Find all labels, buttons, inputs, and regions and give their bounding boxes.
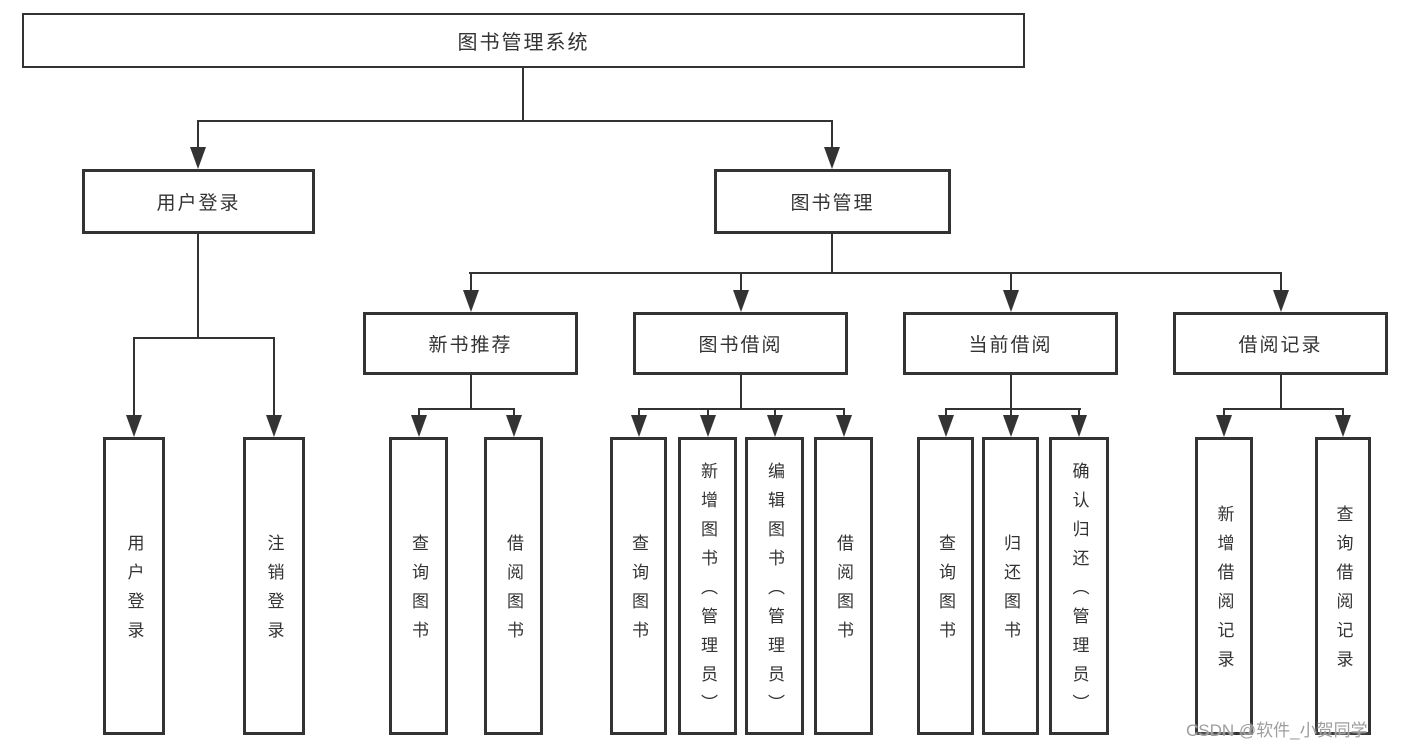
leaf-cb-query-books-label: 查询图书 [936, 534, 955, 650]
connector-stem-book-management [831, 120, 833, 148]
arrowhead-bb-add [699, 415, 716, 437]
node-book-management-label: 图书管理 [790, 193, 875, 214]
connector-ul-horizontal [133, 337, 275, 339]
node-new-book-recommendation-label: 新书推荐 [428, 335, 513, 356]
arrowhead-leaf-logout [266, 415, 282, 437]
connector-stem-nb-borrow [512, 408, 515, 416]
connector-stem-br-query [1342, 408, 1344, 416]
arrowhead-bb-edit [766, 415, 783, 437]
leaf-br-add-record-label: 新增借阅记录 [1214, 505, 1234, 679]
leaf-bb-borrow-books: 借阅图书 [814, 437, 873, 735]
leaf-nb-borrow-books-label: 借阅图书 [504, 534, 523, 650]
arrowhead-book-borrow [732, 290, 749, 312]
connector-stem-nb-query [417, 408, 420, 416]
connector-nb-vertical [469, 375, 472, 408]
leaf-cb-return-books-label: 归还图书 [1001, 534, 1020, 650]
node-book-borrowing: 图书借阅 [633, 312, 848, 375]
connector-bb-horizontal [637, 408, 845, 410]
leaf-bb-edit-book-admin-label: 编辑图书（管理员） [765, 461, 784, 723]
leaf-logout-label: 注销登录 [264, 534, 284, 650]
connector-stem-borrow-records [1279, 272, 1282, 291]
connector-stem-cb-return [1009, 408, 1012, 416]
arrowhead-borrow-records [1272, 290, 1289, 312]
arrowhead-leaf-login [126, 415, 142, 437]
leaf-cb-query-books: 查询图书 [917, 437, 974, 735]
connector-stem-book-borrow [739, 272, 742, 291]
arrowhead-br-query [1335, 415, 1351, 437]
connector-br-horizontal [1223, 408, 1344, 410]
leaf-bb-query-books-label: 查询图书 [629, 534, 648, 650]
leaf-bb-add-book-admin-label: 新增图书（管理员） [698, 461, 717, 723]
leaf-cb-return-books: 归还图书 [982, 437, 1039, 735]
arrowhead-cb-confirm [1071, 415, 1087, 437]
leaf-br-query-record: 查询借阅记录 [1315, 437, 1371, 735]
leaf-bb-edit-book-admin: 编辑图书（管理员） [745, 437, 804, 735]
arrowhead-book-management [824, 147, 840, 169]
leaf-bb-borrow-books-label: 借阅图书 [834, 534, 853, 650]
leaf-nb-query-books-label: 查询图书 [409, 534, 428, 650]
arrowhead-bb-borrow [835, 415, 852, 437]
node-user-login-label: 用户登录 [156, 193, 241, 214]
node-book-borrowing-label: 图书借阅 [698, 335, 783, 356]
leaf-bb-add-book-admin: 新增图书（管理员） [678, 437, 737, 735]
node-current-borrowing-label: 当前借阅 [968, 335, 1053, 356]
arrowhead-bb-query [630, 415, 647, 437]
connector-stem-br-add [1223, 408, 1225, 416]
node-borrowing-records: 借阅记录 [1173, 312, 1388, 375]
connector-stem-cb-query [944, 408, 947, 416]
arrowhead-current-borrow [1002, 290, 1019, 312]
connector-nb-horizontal [417, 408, 515, 410]
connector-bb-vertical [739, 375, 742, 408]
connector-bm-horizontal [469, 272, 1282, 274]
connector-root-vertical [522, 68, 524, 120]
arrowhead-cb-return [1002, 415, 1019, 437]
arrowhead-cb-query [937, 415, 954, 437]
leaf-user-login-label: 用户登录 [124, 534, 144, 650]
arrowhead-br-add [1216, 415, 1232, 437]
node-root-label: 图书管理系统 [457, 32, 590, 54]
connector-stem-bb-query [637, 408, 640, 416]
leaf-cb-confirm-return-admin: 确认归还（管理员） [1049, 437, 1109, 735]
leaf-user-login: 用户登录 [103, 437, 165, 735]
connector-stem-leaf-logout [273, 337, 275, 416]
arrowhead-new-book [462, 290, 479, 312]
connector-stem-cb-confirm [1078, 408, 1080, 416]
leaf-nb-borrow-books: 借阅图书 [484, 437, 543, 735]
connector-stem-bb-add [706, 408, 709, 416]
leaf-bb-query-books: 查询图书 [610, 437, 667, 735]
leaf-br-add-record: 新增借阅记录 [1195, 437, 1253, 735]
connector-stem-current-borrow [1009, 272, 1012, 291]
csdn-watermark: CSDN @软件_小贺同学 [1186, 721, 1368, 740]
connector-stem-new-book [469, 272, 472, 291]
arrowhead-nb-borrow [505, 415, 522, 437]
connector-cb-vertical [1009, 375, 1012, 408]
connector-br-vertical [1279, 375, 1282, 408]
leaf-cb-confirm-return-admin-label: 确认归还（管理员） [1069, 461, 1089, 723]
arrowhead-user-login [190, 147, 206, 169]
node-new-book-recommendation: 新书推荐 [363, 312, 578, 375]
connector-stem-bb-borrow [842, 408, 845, 416]
node-root: 图书管理系统 [22, 13, 1025, 68]
connector-ul-vertical [197, 234, 199, 337]
connector-bm-vertical [831, 234, 833, 272]
connector-root-horizontal [197, 120, 833, 122]
connector-stem-leaf-login [133, 337, 135, 416]
node-current-borrowing: 当前借阅 [903, 312, 1118, 375]
node-book-management: 图书管理 [714, 169, 951, 234]
arrowhead-nb-query [410, 415, 427, 437]
leaf-br-query-record-label: 查询借阅记录 [1333, 505, 1353, 679]
connector-stem-bb-edit [773, 408, 776, 416]
connector-stem-user-login [197, 120, 199, 148]
leaf-nb-query-books: 查询图书 [389, 437, 448, 735]
leaf-logout: 注销登录 [243, 437, 305, 735]
connector-cb-horizontal [944, 408, 1081, 410]
node-borrowing-records-label: 借阅记录 [1238, 335, 1323, 356]
node-user-login: 用户登录 [82, 169, 315, 234]
